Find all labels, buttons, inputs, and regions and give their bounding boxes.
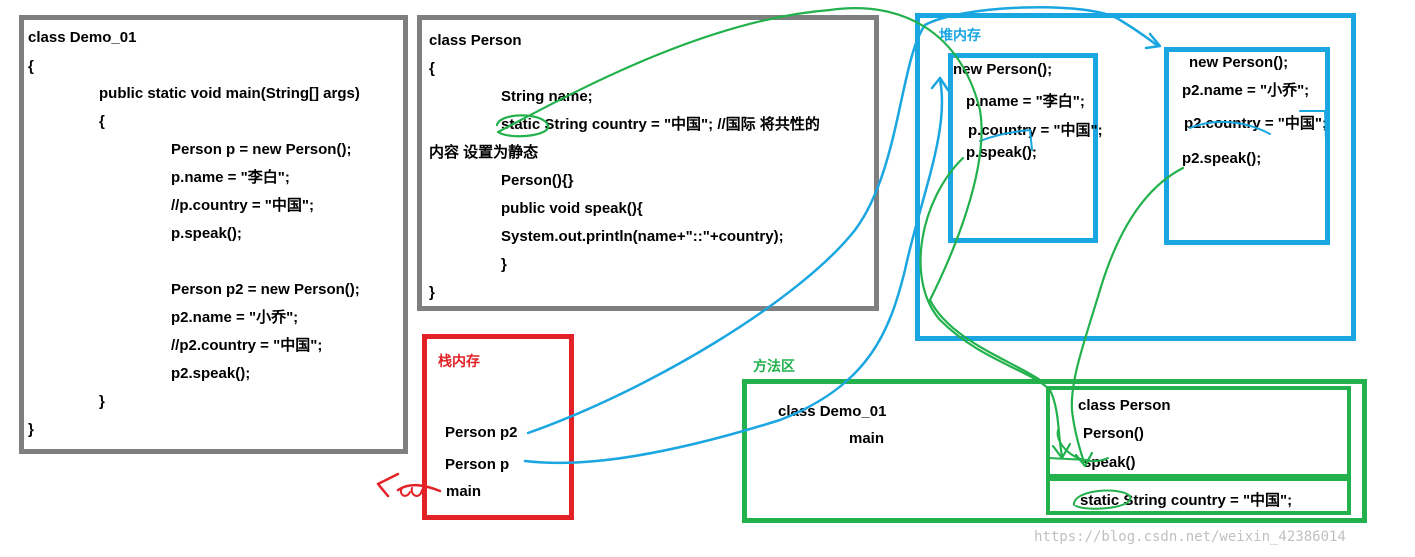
demo-line-main-close: }: [99, 393, 105, 410]
demo-line-p-country: //p.country = "中国";: [171, 197, 314, 214]
person-line-ctor: Person(){}: [501, 172, 574, 189]
person-line-open: {: [429, 60, 435, 77]
demo-line-new-p: Person p = new Person();: [171, 141, 352, 158]
stack-item-p: Person p: [445, 456, 510, 473]
stack-item-p2: Person p2: [445, 424, 518, 441]
demo-line-close: }: [28, 421, 34, 438]
demo-line-main: public static void main(String[] args): [99, 85, 360, 102]
heap-p-speak: p.speak();: [966, 144, 1037, 161]
person-line-static-cont: 内容 设置为静态: [429, 144, 539, 161]
heap-title: 堆内存: [939, 27, 981, 43]
method-static-field: static String country = "中国";: [1080, 492, 1293, 509]
method-person-ctor: Person(): [1083, 425, 1144, 442]
heap-p2-name: p2.name = "小乔";: [1182, 82, 1310, 99]
person-line-class: class Person: [429, 32, 522, 49]
demo-line-new-p2: Person p2 = new Person();: [171, 281, 360, 298]
method-person-speak: speak(): [1083, 454, 1136, 471]
demo-line-p2-name: p2.name = "小乔";: [171, 309, 299, 326]
demo-line-p-name: p.name = "李白";: [171, 169, 290, 186]
method-static-box: [1046, 477, 1351, 515]
heap-p2-speak: p2.speak();: [1182, 150, 1262, 167]
method-area-title: 方法区: [753, 358, 795, 374]
person-line-println: System.out.println(name+"::"+country);: [501, 228, 784, 245]
heap-p2-new: new Person();: [1189, 54, 1289, 71]
demo-line-class: class Demo_01: [28, 29, 137, 46]
heap-p-country: p.country = "中国";: [968, 122, 1103, 139]
stack-item-main: main: [446, 483, 482, 500]
demo-line-p2-country: //p2.country = "中国";: [171, 337, 323, 354]
demo-line-p2-speak: p2.speak();: [171, 365, 251, 382]
method-person-class: class Person: [1078, 397, 1171, 414]
person-line-name: String name;: [501, 88, 593, 105]
red-arrowhead-main: [376, 472, 400, 498]
demo-line-open: {: [28, 58, 34, 75]
demo-code-box: [19, 15, 408, 454]
watermark: https://blog.csdn.net/weixin_42386014: [1034, 529, 1346, 545]
demo-line-main-open: {: [99, 113, 105, 130]
method-demo-class: class Demo_01: [778, 403, 887, 420]
red-scribble-main: [400, 487, 423, 497]
heap-p-new: new Person();: [953, 61, 1053, 78]
person-line-speak-close: }: [501, 256, 507, 273]
heap-p-name: p.name = "李白";: [966, 93, 1085, 110]
person-line-static: static String country = "中国"; //国际 将共性的: [501, 116, 820, 133]
stack-title: 栈内存: [438, 353, 480, 369]
method-demo-main: main: [849, 430, 885, 447]
demo-line-p-speak: p.speak();: [171, 225, 242, 242]
heap-p2-country: p2.country = "中国";: [1184, 115, 1327, 132]
person-code-box: [417, 15, 879, 311]
person-line-speak: public void speak(){: [501, 200, 643, 217]
person-line-close: }: [429, 284, 435, 301]
heap-object-p2: [1164, 47, 1330, 245]
